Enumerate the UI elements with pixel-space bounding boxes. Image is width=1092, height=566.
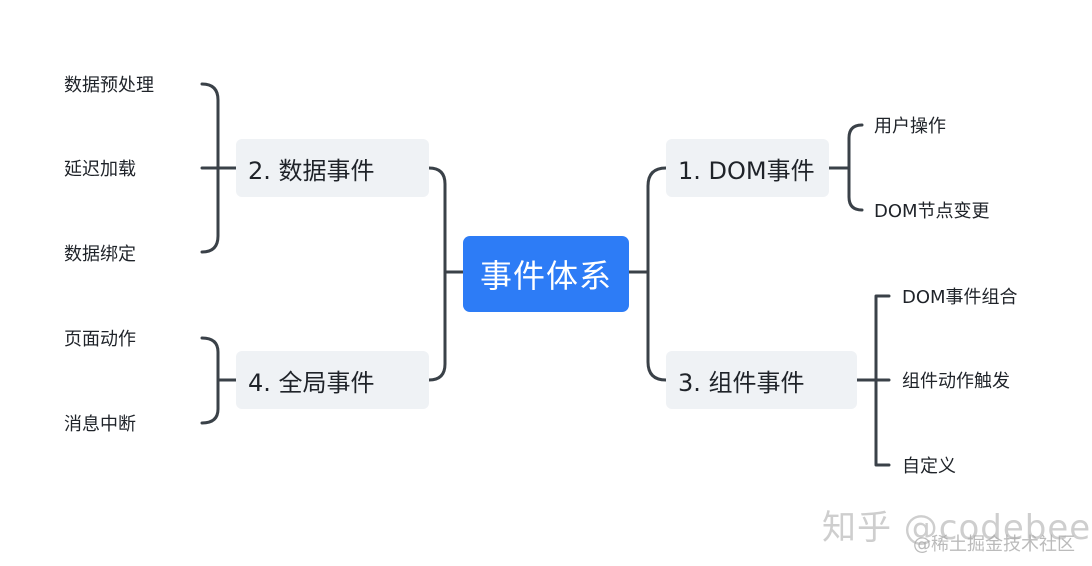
leaf-message-interrupt: 消息中断 bbox=[64, 410, 136, 436]
branch-node-dom-events: 1. DOM事件 bbox=[666, 139, 829, 197]
branch-node-label: 1. DOM事件 bbox=[678, 156, 815, 185]
leaf-component-action-trigger: 组件动作触发 bbox=[902, 367, 1010, 393]
connector-data-leaves bbox=[200, 82, 238, 254]
leaf-label: 消息中断 bbox=[64, 414, 136, 435]
branch-node-label: 2. 数据事件 bbox=[248, 156, 375, 185]
connector-root-global bbox=[427, 270, 447, 382]
leaf-dom-node-change: DOM节点变更 bbox=[874, 197, 990, 223]
leaf-label: 延迟加载 bbox=[64, 159, 136, 180]
watermark-juejin: @稀土掘金技术社区 bbox=[913, 534, 1075, 555]
leaf-label: 数据绑定 bbox=[64, 244, 136, 265]
branch-node-component-events: 3. 组件事件 bbox=[666, 351, 857, 409]
leaf-custom: 自定义 bbox=[902, 452, 956, 478]
leaf-label: DOM节点变更 bbox=[874, 201, 990, 222]
branch-node-global-events: 4. 全局事件 bbox=[236, 351, 429, 409]
connector-root-dom bbox=[627, 166, 668, 274]
branch-node-label: 4. 全局事件 bbox=[248, 368, 375, 397]
leaf-data-binding: 数据绑定 bbox=[64, 240, 136, 266]
leaf-label: 自定义 bbox=[902, 456, 956, 477]
leaf-lazy-loading: 延迟加载 bbox=[64, 155, 136, 181]
connector-root-data bbox=[427, 166, 465, 274]
leaf-label: 用户操作 bbox=[874, 116, 946, 137]
leaf-label: 数据预处理 bbox=[64, 75, 154, 96]
branch-node-label: 3. 组件事件 bbox=[678, 368, 805, 397]
leaf-dom-event-combination: DOM事件组合 bbox=[902, 283, 1018, 309]
connector-dom-leaves bbox=[827, 123, 864, 212]
watermark-zhihu: 知乎 @codebee bbox=[822, 508, 1092, 548]
root-node-event-system: 事件体系 bbox=[463, 236, 629, 312]
connector-component-leaves bbox=[855, 294, 891, 467]
connector-global-leaves bbox=[200, 336, 238, 425]
connector-root-component bbox=[646, 270, 668, 382]
branch-node-data-events: 2. 数据事件 bbox=[236, 139, 429, 197]
leaf-label: DOM事件组合 bbox=[902, 287, 1018, 308]
leaf-page-actions: 页面动作 bbox=[64, 325, 136, 351]
leaf-user-actions: 用户操作 bbox=[874, 112, 946, 138]
root-node-label: 事件体系 bbox=[479, 257, 612, 295]
leaf-data-preprocessing: 数据预处理 bbox=[64, 71, 154, 97]
leaf-label: 页面动作 bbox=[64, 329, 136, 350]
leaf-label: 组件动作触发 bbox=[902, 371, 1010, 392]
